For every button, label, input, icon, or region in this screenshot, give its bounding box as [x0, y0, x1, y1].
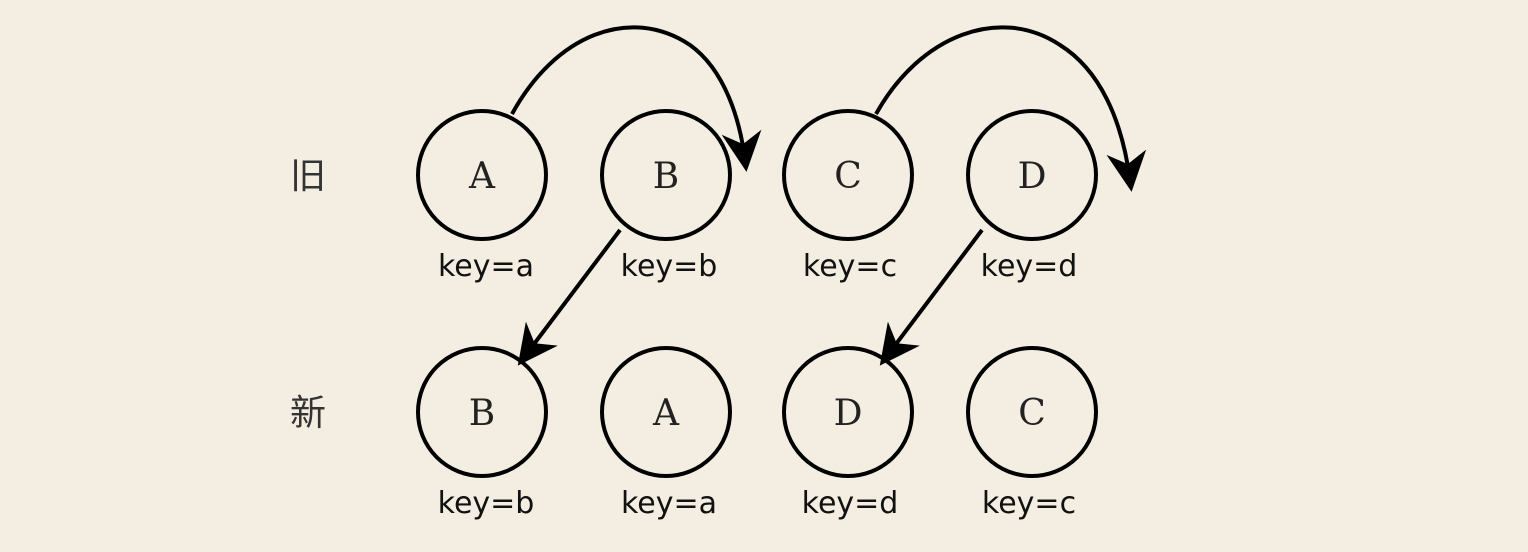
- node-key: key=a: [621, 486, 717, 521]
- old-node-4: D key=d: [966, 109, 1098, 284]
- node-key: key=c: [982, 486, 1076, 521]
- move-arrow-b-diagonal: [517, 228, 622, 366]
- old-node-1: A key=a: [416, 109, 548, 284]
- node-key: key=d: [802, 486, 899, 521]
- node-circle: [966, 346, 1098, 478]
- node-circle: [416, 346, 548, 478]
- node-circle: [966, 109, 1098, 241]
- node-letter: D: [834, 393, 863, 434]
- move-arrow-a-curve: [510, 25, 762, 172]
- node-letter: B: [653, 156, 679, 197]
- node-circle: [782, 346, 914, 478]
- old-node-3: C key=c: [782, 109, 914, 284]
- node-key: key=c: [803, 249, 897, 284]
- new-node-3: D key=d: [782, 346, 914, 521]
- node-letter: A: [652, 393, 680, 434]
- move-arrow-d-diagonal: [879, 228, 984, 366]
- node-letter: C: [1018, 393, 1046, 434]
- node-key: key=b: [621, 249, 718, 284]
- move-arrow-c-curve: [874, 25, 1147, 192]
- node-circle: [600, 346, 732, 478]
- node-letter: B: [469, 393, 495, 434]
- node-key: key=b: [438, 486, 535, 521]
- new-node-1: B key=b: [416, 346, 548, 521]
- node-key: key=d: [981, 249, 1078, 284]
- row-label-old: 旧: [290, 156, 326, 197]
- new-node-2: A key=a: [600, 346, 732, 521]
- node-circle: [600, 109, 732, 241]
- node-letter: C: [834, 156, 862, 197]
- new-node-4: C key=c: [966, 346, 1098, 521]
- row-label-new: 新: [290, 393, 326, 434]
- node-circle: [416, 109, 548, 241]
- node-key: key=a: [438, 249, 534, 284]
- node-letter: D: [1018, 156, 1047, 197]
- old-node-2: B key=b: [600, 109, 732, 284]
- node-letter: A: [468, 156, 496, 197]
- node-circle: [782, 109, 914, 241]
